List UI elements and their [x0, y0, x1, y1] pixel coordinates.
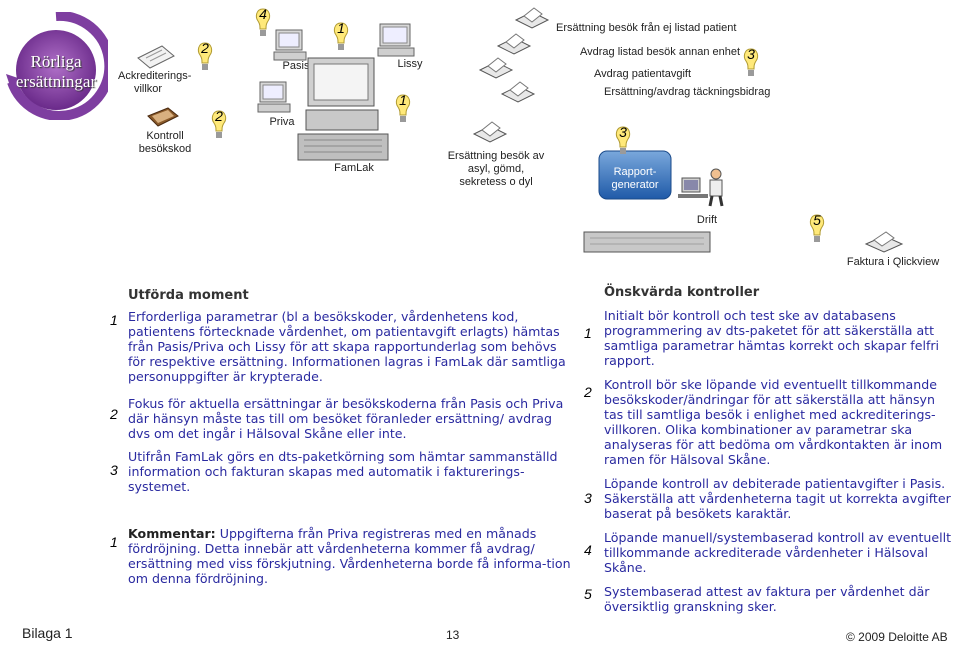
drift-label: Drift: [696, 214, 718, 226]
title-badge: Rörliga ersättningar: [4, 10, 115, 121]
left-bulb-number-4: 1: [110, 534, 118, 550]
left-paragraph-2: Fokus för aktuella ersättningar är besök…: [128, 396, 564, 441]
faktura-printer-icon: [864, 230, 904, 261]
bulb-number: 3: [747, 46, 755, 62]
bulb-icon: 1: [330, 20, 352, 56]
rapport-label: Rapport-generator: [611, 166, 659, 191]
page-number: 13: [446, 628, 460, 642]
bulb-number: 1: [337, 20, 345, 36]
asyl-label: Ersättning besök av asyl, gömd, sekretes…: [447, 150, 545, 188]
right-item-1: Initialt bör kontroll och test ske av da…: [604, 308, 940, 368]
bulb-number: 3: [619, 124, 627, 140]
bulb-icon: 3: [612, 124, 634, 160]
right-heading: Önskvärda kontroller: [604, 285, 760, 300]
kontroll-label: Kontroll besökskod: [138, 130, 192, 155]
bulb-number: 2: [215, 108, 223, 124]
bulb-icon: 2: [194, 40, 216, 76]
bulb-icon: 1: [392, 92, 414, 128]
comment-label: Kommentar:: [128, 526, 216, 541]
famlak-label: FamLak: [334, 162, 374, 174]
famlak-computer-icon: [296, 56, 392, 169]
badge-shape: [6, 10, 115, 121]
bulb-number: 5: [813, 212, 821, 228]
bulb-number: 4: [259, 6, 267, 22]
pasis-computer-icon: [272, 28, 308, 67]
right-bulb-number-1: 1: [584, 325, 592, 341]
bulb-number: 1: [399, 92, 407, 108]
lissy-computer-icon: [376, 22, 416, 63]
lissy-label: Lissy: [397, 58, 423, 70]
bulb-icon: 5: [806, 212, 828, 248]
faktura-label: Faktura i Qlickview: [846, 256, 940, 268]
asyl-printer-icon: [472, 120, 508, 151]
printer-stack: [458, 4, 578, 117]
right-bulb-number-4: 4: [584, 542, 592, 558]
left-bulb-number-3: 3: [110, 462, 118, 478]
printer-label-4: Ersättning/avdrag täckningsbidrag: [604, 86, 771, 98]
document-icon: [136, 44, 176, 75]
drift-worker-icon: [678, 166, 728, 213]
bulb-number: 2: [201, 40, 209, 56]
right-bulb-number-5: 5: [584, 586, 592, 602]
right-bulb-number-3: 3: [584, 490, 592, 506]
ackred-label: Ackrediterings-villkor: [118, 70, 192, 95]
right-item-5: Systembaserad attest av faktura per vård…: [604, 584, 930, 614]
copyright: © 2009 Deloitte AB: [846, 630, 948, 644]
priva-label: Priva: [269, 116, 295, 128]
printer-label-1: Ersättning besök från ej listad patient: [556, 22, 737, 34]
badge-title: Rörliga ersättningar: [15, 52, 97, 91]
right-item-2: Kontroll bör ske löpande vid eventuellt …: [604, 377, 943, 467]
left-paragraph-3: Utifrån FamLak görs en dts-paketkörning …: [128, 449, 558, 494]
left-heading: Utförda moment: [128, 288, 249, 303]
bulb-icon: 4: [252, 6, 274, 42]
keyboard-icon: [582, 230, 712, 261]
footer-left: Bilaga 1: [22, 625, 73, 641]
left-bulb-number-2: 2: [110, 406, 118, 422]
pasis-label: Pasis: [282, 60, 310, 72]
left-comment: Kommentar: Uppgifterna från Priva regist…: [128, 526, 576, 586]
right-bulb-number-2: 2: [584, 384, 592, 400]
bulb-icon: 3: [740, 46, 762, 82]
rapport-box: [598, 150, 672, 200]
printer-label-2: Avdrag listad besök annan enhet: [580, 46, 741, 58]
left-paragraph-1: Erforderliga parametrar (bl a besökskode…: [128, 309, 566, 384]
printer-label-3: Avdrag patientavgift: [594, 68, 692, 80]
right-item-3: Löpande kontroll av debiterade patientav…: [604, 476, 951, 521]
book-icon: [146, 106, 180, 133]
comment-text: Uppgifterna från Priva registreras med e…: [128, 526, 571, 586]
bulb-icon: 2: [208, 108, 230, 144]
priva-computer-icon: [256, 80, 292, 119]
left-bulb-number-1: 1: [110, 312, 118, 328]
right-item-4: Löpande manuell/systembaserad kontroll a…: [604, 530, 952, 575]
